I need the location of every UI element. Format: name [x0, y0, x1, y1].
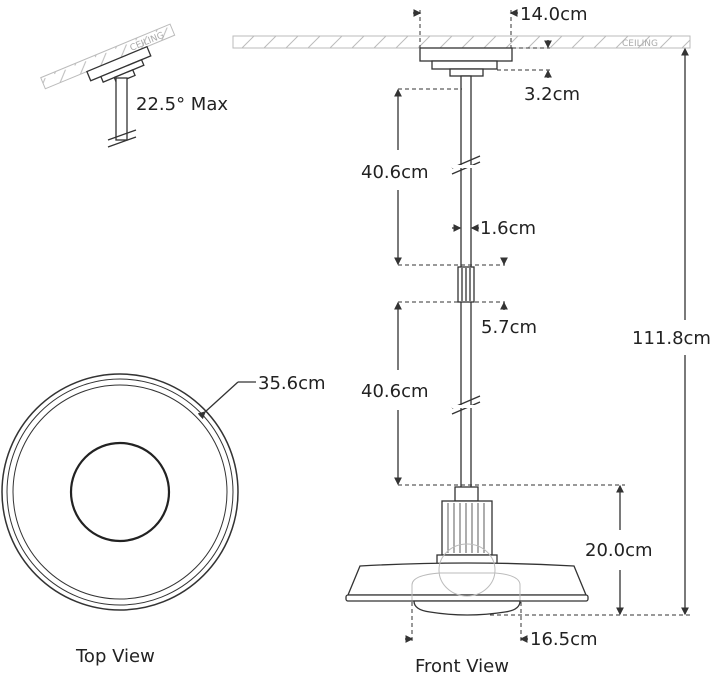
- stem-lower-label: 40.6cm: [361, 381, 429, 402]
- canopy: [419, 47, 513, 77]
- ceiling-label: CEILING: [622, 39, 658, 49]
- canopy-width-label: 14.0cm: [520, 4, 588, 25]
- stem-upper-label: 40.6cm: [361, 162, 429, 183]
- tilt-detail: CEILING 22.5° Max: [40, 23, 228, 148]
- coupler-height-label: 5.7cm: [481, 317, 537, 338]
- dimensions: 14.0cm 3.2cm 40.6cm 1.6cm 5.7cm 40.6cm 2…: [361, 4, 711, 650]
- shade-height-label: 20.0cm: [585, 540, 653, 561]
- shade-diameter-label: 35.6cm: [258, 373, 326, 394]
- canopy-height-label: 3.2cm: [524, 84, 580, 105]
- diffuser-width-label: 16.5cm: [530, 629, 598, 650]
- front-view-caption: Front View: [415, 656, 509, 677]
- top-view: 35.6cm: [1, 373, 326, 611]
- stem: [451, 75, 481, 489]
- tilt-label: 22.5° Max: [136, 94, 228, 115]
- stem-diameter-label: 1.6cm: [480, 218, 536, 239]
- shade: [345, 486, 589, 616]
- top-view-caption: Top View: [75, 646, 155, 667]
- overall-height-label: 111.8cm: [632, 328, 711, 349]
